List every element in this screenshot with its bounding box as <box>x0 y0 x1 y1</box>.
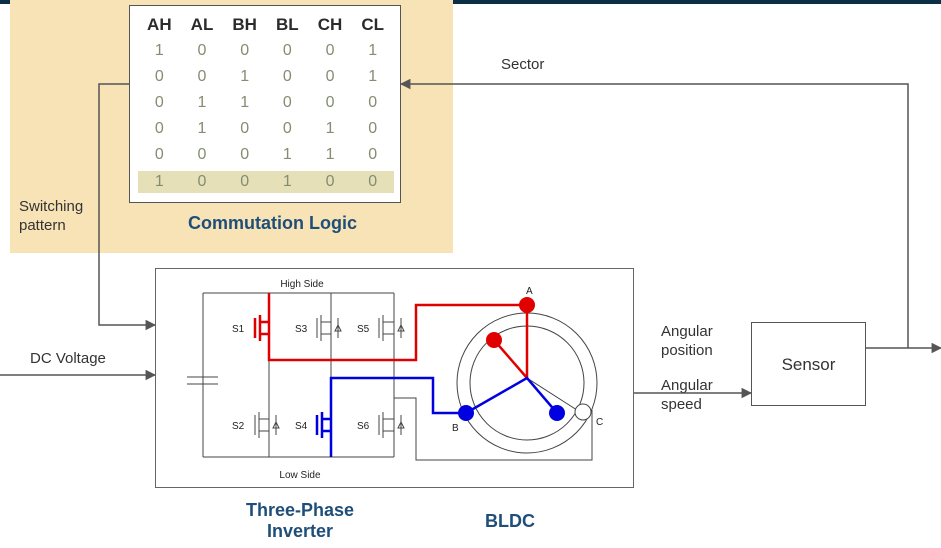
phase-b-node-icon <box>458 405 474 421</box>
table-cell: 0 <box>368 173 378 190</box>
table-cell: 1 <box>325 120 335 137</box>
table-cell: 0 <box>325 42 335 59</box>
inverter-circuit <box>187 292 598 461</box>
table-cell: 0 <box>325 173 335 190</box>
header-ah: AH <box>147 15 172 34</box>
phase-b-path <box>315 376 558 457</box>
switch-s5-label: S5 <box>357 324 370 335</box>
table-row: 0 1 0 0 1 0 <box>138 118 394 140</box>
table-cell: 0 <box>282 120 292 137</box>
table-cell: 0 <box>154 146 164 163</box>
table-cell: 0 <box>282 42 292 59</box>
switch-s6-icon <box>378 412 405 438</box>
capacitor-icon <box>187 376 218 385</box>
header-bl: BL <box>276 15 299 34</box>
table-row: 0 1 1 0 0 0 <box>138 92 394 114</box>
rotor-b-node-icon <box>549 405 565 421</box>
header-al: AL <box>190 15 214 34</box>
angular-speed-label-line2: speed <box>661 396 702 413</box>
sensor-label: Sensor <box>781 355 836 374</box>
table-cell: 0 <box>197 173 207 190</box>
switch-s6-label: S6 <box>357 421 370 432</box>
table-cell: 1 <box>240 94 250 111</box>
table-cell: 0 <box>197 146 207 163</box>
rotor-a-node-icon <box>486 332 502 348</box>
table-cell: 1 <box>197 120 207 137</box>
table-cell: 0 <box>154 120 164 137</box>
dc-voltage-label: DC Voltage <box>30 350 106 367</box>
table-cell: 1 <box>325 146 335 163</box>
table-cell: 0 <box>282 68 292 85</box>
table-cell: 1 <box>197 94 207 111</box>
switch-s1-icon <box>253 315 269 341</box>
switching-label-line1: Switching <box>19 198 84 215</box>
header-bh: BH <box>232 15 257 34</box>
switch-s4-icon <box>315 412 331 438</box>
sensor-block: Sensor <box>751 322 866 406</box>
commutation-truth-table: AH AL BH BL CH CL 1 0 0 0 0 1 0 0 1 0 0 1 0 1 1 0 0 0 0… <box>129 5 401 203</box>
inverter-title-line1: Three-Phase <box>245 500 355 520</box>
table-cell: 0 <box>240 173 250 190</box>
switch-s1-label: S1 <box>232 324 245 335</box>
header-cl: CL <box>361 15 385 34</box>
table-cell: 1 <box>282 173 292 190</box>
table-cell: 0 <box>368 120 378 137</box>
high-side-label: High Side <box>280 279 324 290</box>
switch-s2-icon <box>254 412 280 438</box>
sector-label: Sector <box>501 56 545 73</box>
table-cell: 1 <box>282 146 292 163</box>
table-cell: 0 <box>197 42 207 59</box>
bldc-title: BLDC <box>485 511 535 531</box>
sector-feedback-arrow <box>399 78 909 348</box>
top-bar <box>0 0 941 4</box>
table-cell: 0 <box>325 94 335 111</box>
table-cell: 0 <box>368 94 378 111</box>
table-cell: 0 <box>240 120 250 137</box>
table-cell: 0 <box>282 94 292 111</box>
phase-c-node-icon <box>574 403 592 421</box>
switch-s2-label: S2 <box>232 421 245 432</box>
commutation-logic-title: Commutation Logic <box>188 213 357 233</box>
switch-symbols <box>254 315 405 438</box>
table-row: 1 0 0 0 0 1 <box>138 40 394 62</box>
table-cell: 1 <box>154 42 164 59</box>
table-cell: 0 <box>240 42 250 59</box>
table-cell: 1 <box>368 42 378 59</box>
header-ch: CH <box>317 15 343 34</box>
phase-a-node-icon <box>519 297 535 313</box>
table-cell: 0 <box>240 146 250 163</box>
table-row: 0 0 1 0 0 1 <box>138 66 394 88</box>
switch-s3-icon <box>316 315 342 341</box>
table-cell: 0 <box>325 68 335 85</box>
table-cell: 0 <box>197 68 207 85</box>
switching-label-line2: pattern <box>19 217 66 234</box>
angular-speed-label-line1: Angular <box>661 377 713 394</box>
table-row-highlighted: 1 0 0 1 0 0 <box>138 171 394 193</box>
switch-s5-icon <box>378 315 405 341</box>
angular-position-label-line2: position <box>661 342 713 359</box>
switch-s4-label: S4 <box>295 421 308 432</box>
table-cell: 1 <box>154 173 164 190</box>
table-cell: 0 <box>368 146 378 163</box>
table-cell: 1 <box>240 68 250 85</box>
switching-pattern-arrow <box>98 83 157 331</box>
phase-a-path <box>253 293 529 379</box>
table-header-row: AH AL BH BL CH CL <box>138 14 394 36</box>
inverter-title-line2: Inverter <box>266 521 334 541</box>
low-side-label: Low Side <box>279 470 321 481</box>
phase-a-label: A <box>526 286 533 297</box>
phase-c-label: C <box>596 417 603 428</box>
phase-b-label: B <box>452 423 459 434</box>
angular-position-label-line1: Angular <box>661 323 713 340</box>
table-cell: 0 <box>154 68 164 85</box>
switch-s3-label: S3 <box>295 324 308 335</box>
table-cell: 1 <box>368 68 378 85</box>
table-cell: 0 <box>154 94 164 111</box>
table-row: 0 0 0 1 1 0 <box>138 144 394 166</box>
